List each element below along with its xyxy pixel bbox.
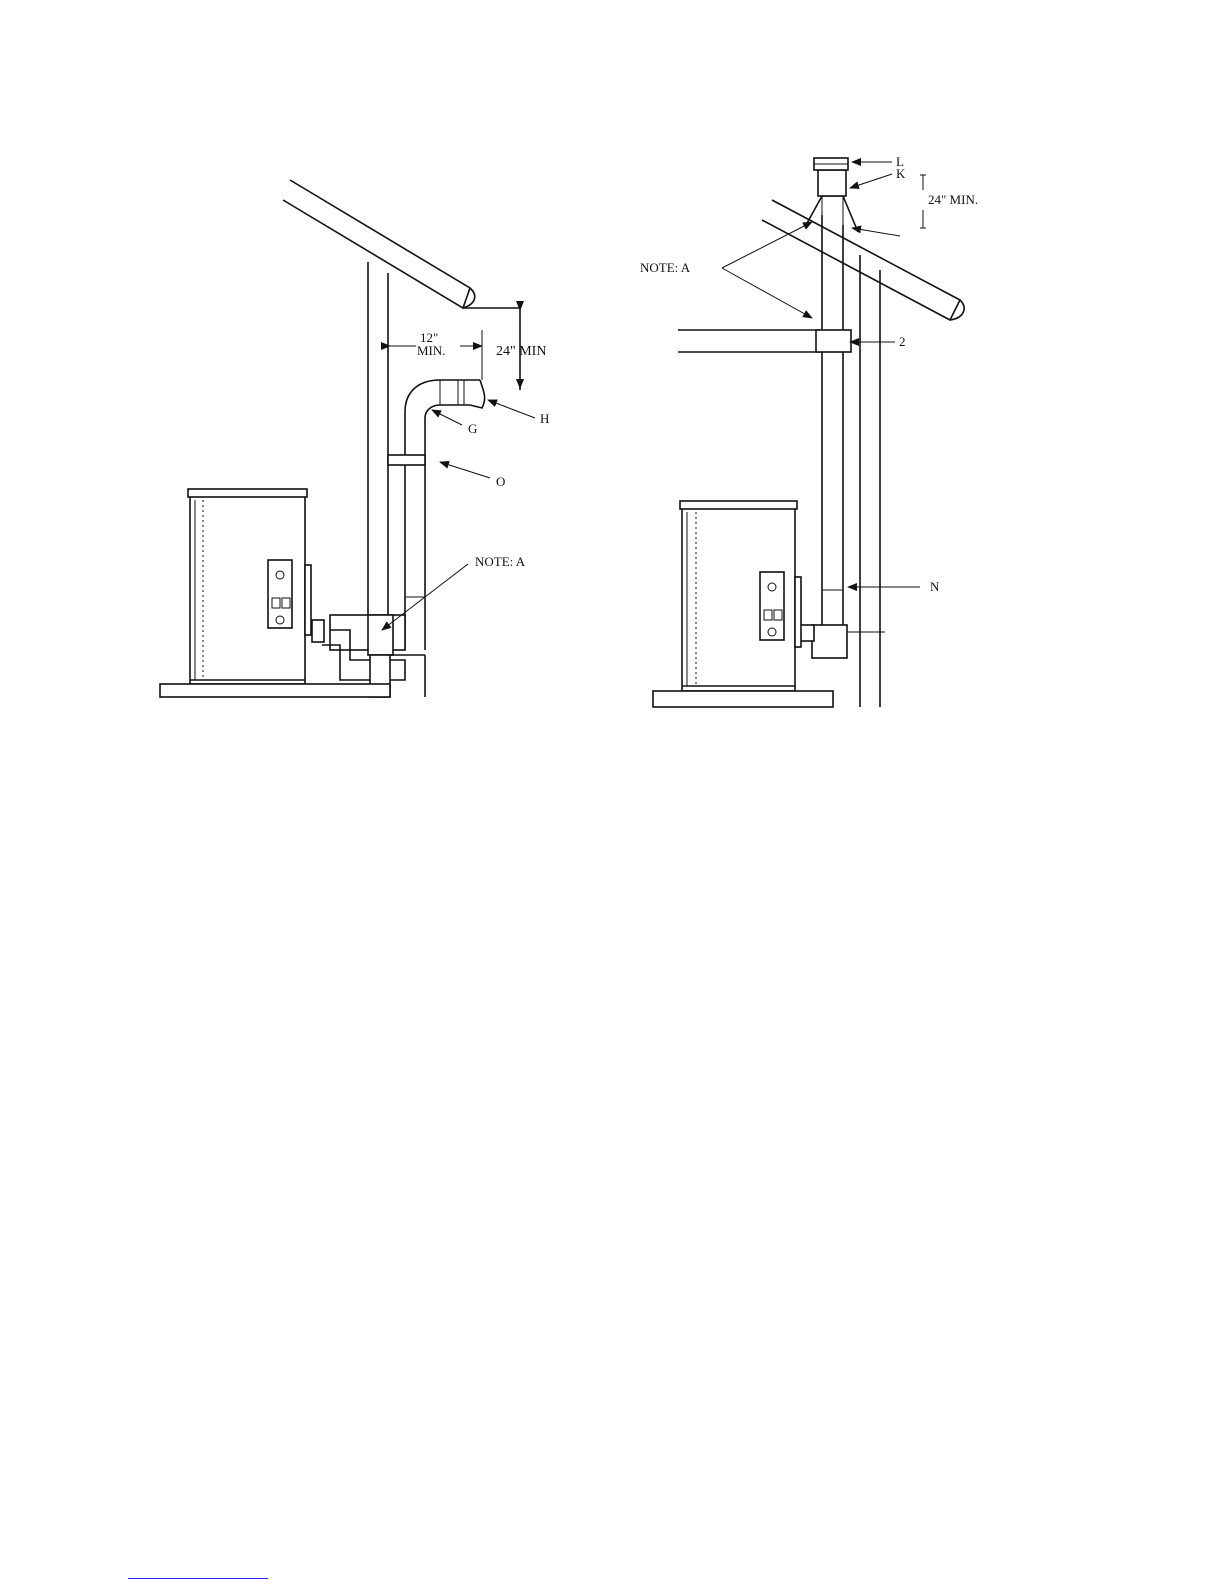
right-wall [860,255,880,707]
left-dim-24-label: 24" MIN [496,344,546,359]
right-dim-24-label: 24" MIN. [928,192,978,207]
right-note-a: NOTE: A [640,260,691,275]
right-figure: L K 24" MIN. NOTE: A 2 N [640,154,978,707]
right-label-n: N [930,579,940,594]
left-label-o: O [496,474,505,489]
left-label-h: H [540,411,549,426]
right-ceiling [678,330,820,352]
right-dimensions [920,175,926,228]
right-leader-flashing [852,228,900,236]
left-leader-o [440,462,490,478]
right-vent-pipe [806,158,858,630]
left-label-g: G [468,421,477,436]
footnote-divider [128,1578,268,1579]
left-note-a: NOTE: A [475,554,526,569]
right-leader-k [850,174,892,188]
left-roof [283,180,520,390]
left-figure: 12" MIN. 24" MIN G H O NOTE: A [160,180,549,697]
right-roof [762,200,964,320]
right-connector [800,625,885,658]
left-leader-g [432,410,462,425]
right-label-k: K [896,166,906,181]
right-appliance [653,501,833,707]
right-leader-note-a-bottom [722,268,812,318]
left-dim-12-line2: MIN. [417,343,446,358]
left-appliance [160,489,390,697]
left-leader-h [488,400,535,418]
right-leader-note-a-top [722,222,812,268]
right-label-2: 2 [899,334,906,349]
